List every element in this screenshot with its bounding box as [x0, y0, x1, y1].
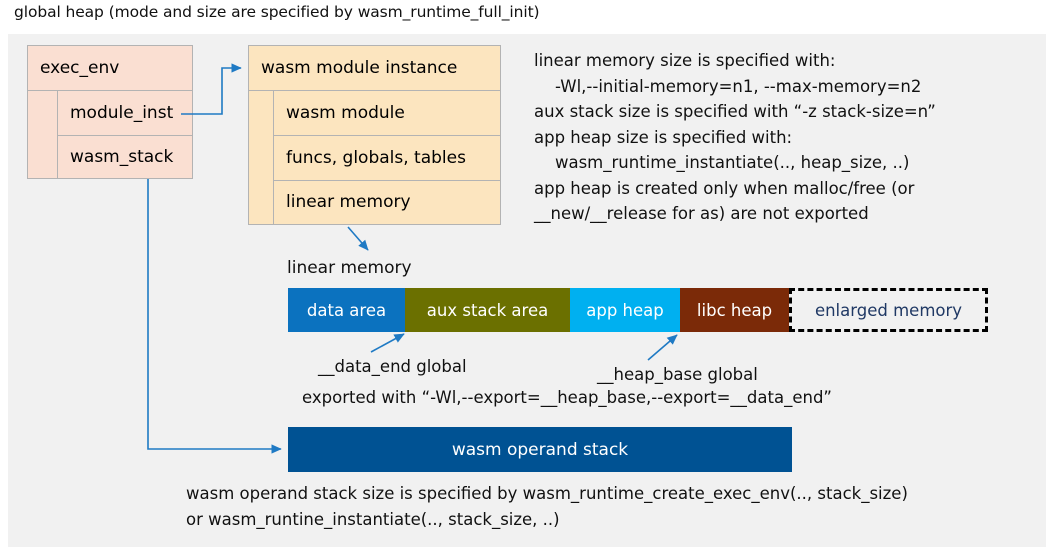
- linear-memory-caption: linear memory: [287, 258, 412, 278]
- module-instance-field-funcs-globals-tables: funcs, globals, tables: [274, 135, 500, 179]
- wasm-module-instance-box: wasm module instance wasm module funcs, …: [248, 45, 501, 225]
- memory-segment-app-heap: app heap: [570, 288, 680, 332]
- memory-segment-aux-stack-area: aux stack area: [405, 288, 570, 332]
- page-title: global heap (mode and size are specified…: [14, 3, 540, 21]
- module-instance-field-linear-memory: linear memory: [274, 179, 500, 224]
- operand-stack-note: wasm operand stack size is specified by …: [186, 484, 908, 529]
- exec-env-header: exec_env: [28, 46, 192, 91]
- memory-segment-data-area: data area: [288, 288, 405, 332]
- module-instance-header: wasm module instance: [249, 46, 500, 91]
- linear-memory-notes: linear memory size is specified with: -W…: [534, 51, 936, 223]
- exec-env-gutter: [28, 91, 58, 178]
- wasm-operand-stack-box: wasm operand stack: [288, 427, 792, 472]
- module-instance-fields: wasm module funcs, globals, tables linea…: [274, 91, 500, 224]
- exec-env-field-wasm-stack: wasm_stack: [58, 134, 192, 179]
- exec-env-box: exec_env module_inst wasm_stack: [27, 45, 193, 179]
- module-instance-body: wasm module funcs, globals, tables linea…: [249, 91, 500, 224]
- export-note: exported with “-Wl,--export=__heap_base,…: [302, 388, 832, 407]
- exec-env-fields: module_inst wasm_stack: [58, 91, 192, 178]
- data-end-annotation: __data_end global: [318, 357, 467, 376]
- module-instance-gutter: [249, 91, 274, 224]
- exec-env-field-module-inst: module_inst: [70, 102, 174, 123]
- module-instance-field-wasm-module: wasm module: [286, 103, 405, 124]
- memory-segment-enlarged-memory: enlarged memory: [789, 288, 988, 332]
- wasm-operand-stack-label: wasm operand stack: [451, 439, 629, 460]
- heap-base-annotation: __heap_base global: [597, 365, 758, 384]
- memory-segment-libc-heap: libc heap: [680, 288, 789, 332]
- exec-env-body: module_inst wasm_stack: [28, 91, 192, 178]
